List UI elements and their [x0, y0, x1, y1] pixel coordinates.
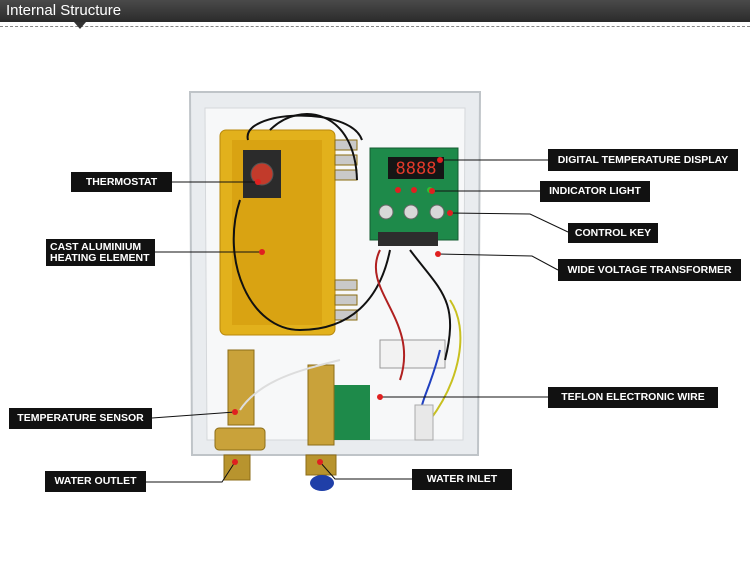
water-inlet-fitting [305, 454, 337, 476]
display-digits: 8888 [396, 159, 437, 179]
outlet-flange [214, 427, 266, 451]
terminal-block [379, 339, 446, 369]
water-inlet-marker [317, 459, 323, 465]
label-water-inlet: WATER INLET [412, 469, 512, 490]
header-pointer-icon [74, 22, 86, 29]
label-teflon-electronic-wire: TEFLON ELECTRONIC WIRE [548, 387, 718, 408]
indicator-led-2 [411, 187, 417, 193]
control-key-3 [429, 204, 445, 220]
label-temperature-sensor: TEMPERATURE SENSOR [9, 408, 152, 429]
heating-element-marker [259, 249, 265, 255]
label-cast-aluminium-line2: HEATING ELEMENT [50, 251, 150, 264]
teflon-wire-marker [377, 394, 383, 400]
indicator-light-marker [429, 188, 435, 194]
page-title: Internal Structure [6, 2, 122, 19]
temperature-sensor-marker [232, 409, 238, 415]
label-control-key: CONTROL KEY [568, 223, 658, 243]
indicator-led-1 [395, 187, 401, 193]
control-key-1 [378, 204, 394, 220]
water-outlet-fitting [223, 454, 251, 481]
sensor-wire [239, 359, 341, 411]
heater-terminals [334, 139, 358, 321]
water-inlet-cap [310, 475, 334, 491]
label-cast-aluminium-line1: CAST ALUMINIUM [50, 240, 142, 253]
relay-board [330, 385, 370, 440]
header-bar: Internal Structure [0, 0, 750, 22]
label-thermostat: THERMOSTAT [71, 172, 172, 192]
label-wide-voltage-transformer: WIDE VOLTAGE TRANSFORMER [558, 259, 741, 281]
control-key-marker [447, 210, 453, 216]
water-outlet-marker [232, 459, 238, 465]
transformer-marker [435, 251, 441, 257]
header-divider [0, 26, 750, 27]
label-cast-aluminium: CAST ALUMINIUM HEATING ELEMENT [46, 239, 155, 266]
control-key-2 [403, 204, 419, 220]
cable-gland [414, 404, 434, 441]
thermostat-marker [255, 179, 261, 185]
digital-display-panel [388, 157, 444, 179]
label-digital-temperature-display: DIGITAL TEMPERATURE DISPLAY [548, 149, 738, 171]
inlet-pipe [307, 364, 335, 446]
digital-display-marker [437, 157, 443, 163]
transformer-block [378, 232, 438, 246]
label-water-outlet: WATER OUTLET [45, 471, 146, 492]
label-indicator-light: INDICATOR LIGHT [540, 181, 650, 202]
